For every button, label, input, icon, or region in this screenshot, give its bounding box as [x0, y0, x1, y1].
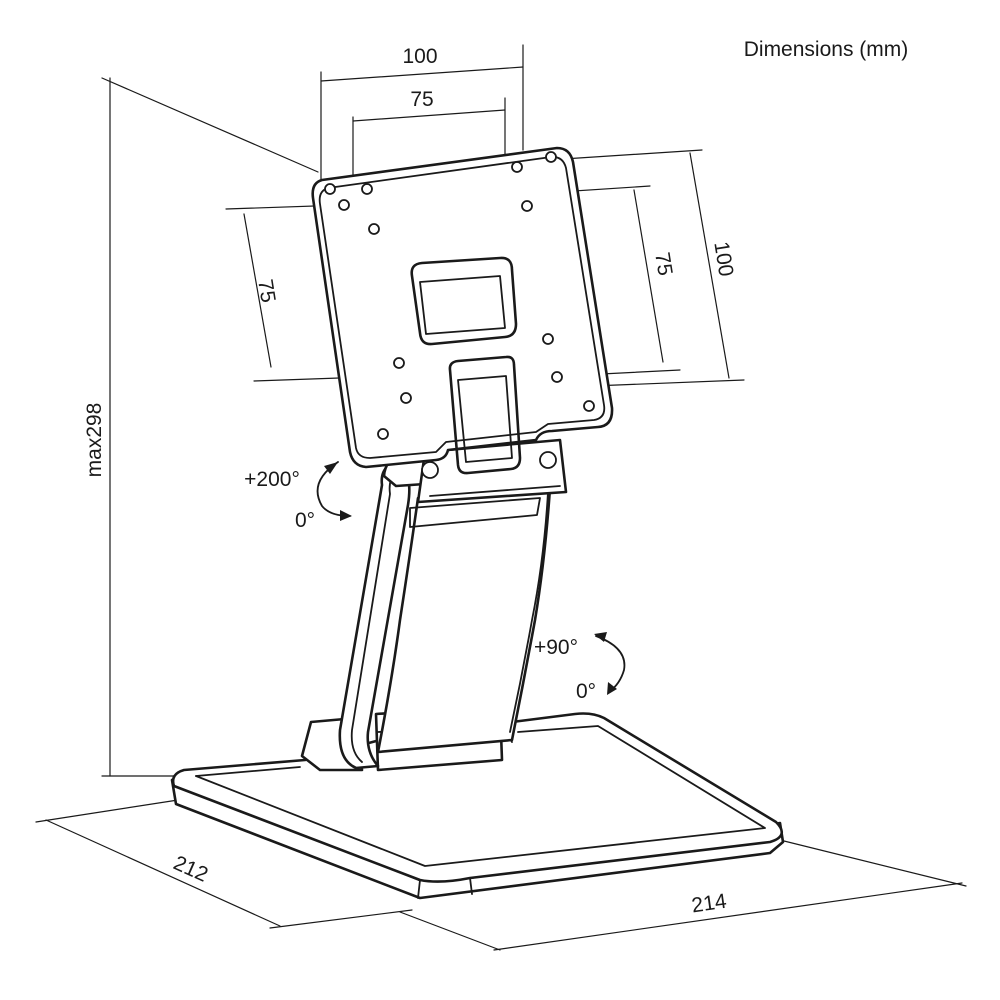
vesa-horizontal-inner-label: 75: [410, 88, 433, 111]
arm-tilt-max-label: +90°: [534, 636, 578, 659]
plate-tilt-min-label: 0°: [295, 509, 315, 532]
arm-tilt-min-label: 0°: [576, 680, 596, 703]
plate-tilt-max-label: +200°: [244, 468, 300, 491]
vesa-horizontal-outer-label: 100: [402, 45, 437, 68]
stand-arm: [338, 461, 552, 770]
plate-tilt-indicator: +200° 0°: [244, 461, 352, 532]
vesa-horizontal-dimensions: 100 75: [320, 44, 524, 183]
dimensions-title: Dimensions (mm): [744, 38, 909, 61]
vesa-vertical-right-inner-label: 75: [650, 251, 676, 278]
height-label: max298: [83, 403, 106, 478]
vesa-mounting-holes: [324, 151, 595, 440]
width-label: 214: [690, 890, 728, 918]
vesa-vertical-left-dimension: 75: [225, 204, 397, 382]
vesa-plate: [311, 146, 614, 475]
height-dimension: max298: [83, 77, 319, 777]
depth-label: 212: [170, 851, 211, 886]
vesa-vertical-left-label: 75: [253, 278, 279, 305]
arm-tilt-indicator: +90° 0°: [534, 632, 626, 703]
vesa-vertical-right-outer-label: 100: [709, 240, 737, 278]
width-dimension: 214: [399, 839, 967, 951]
